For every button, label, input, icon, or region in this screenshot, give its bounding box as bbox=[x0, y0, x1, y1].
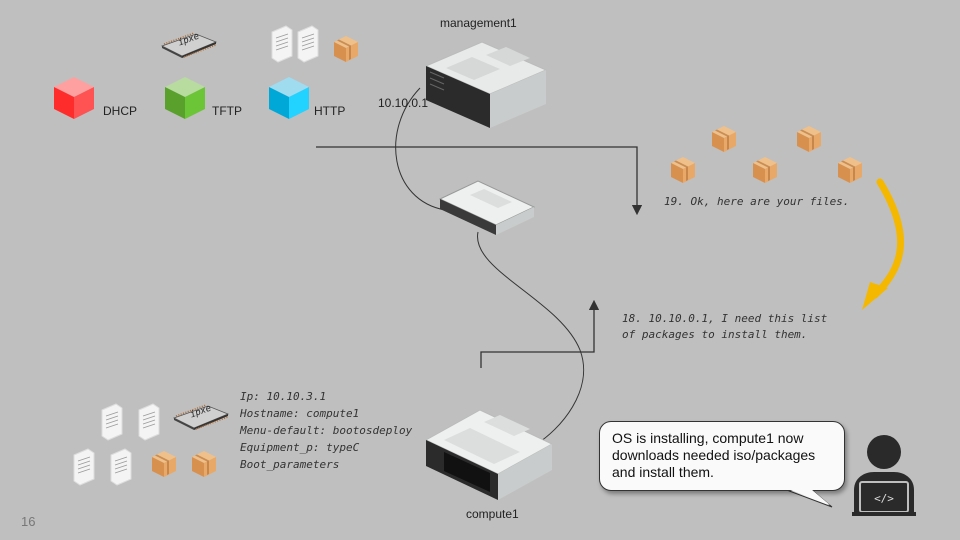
package-icon bbox=[334, 36, 358, 62]
ipxe-chip-icon: ipxe bbox=[172, 404, 230, 430]
package-icon bbox=[192, 451, 216, 477]
bubble-tail-cover bbox=[761, 479, 830, 505]
management-server-icon bbox=[424, 41, 548, 128]
response-arrow bbox=[316, 146, 643, 216]
compute-ip: Ip: 10.10.3.1 bbox=[240, 390, 327, 403]
http-cube-icon bbox=[269, 77, 309, 119]
package-icon bbox=[753, 157, 777, 183]
bubble-line2: downloads needed iso/packages bbox=[612, 447, 816, 463]
tftp-label: TFTP bbox=[212, 104, 242, 118]
document-icon bbox=[297, 25, 319, 63]
cable-management-to-switch bbox=[395, 87, 446, 211]
http-label: HTTP bbox=[314, 104, 346, 118]
package-icon bbox=[797, 126, 821, 152]
package-icon bbox=[712, 126, 736, 152]
compute-details: Ip: 10.10.3.1 Hostname: compute1 Menu-de… bbox=[240, 388, 412, 473]
compute-boot-params: Boot_parameters bbox=[240, 458, 340, 471]
cable-switch-to-compute bbox=[477, 231, 585, 446]
package-icon bbox=[152, 451, 176, 477]
step18-message-line1: 18. 10.10.0.1, I need this list bbox=[622, 312, 828, 325]
package-icon bbox=[671, 157, 695, 183]
document-icon bbox=[110, 448, 132, 486]
dhcp-label: DHCP bbox=[103, 104, 138, 118]
dhcp-cube-icon bbox=[54, 77, 94, 119]
slide-number: 16 bbox=[21, 514, 36, 529]
developer-laptop-icon: </> bbox=[852, 435, 916, 516]
package-icon bbox=[838, 157, 862, 183]
step19-message: 19. Ok, here are your files. bbox=[664, 195, 850, 208]
compute-name: compute1 bbox=[466, 507, 519, 521]
ipxe-chip-icon: ipxe bbox=[160, 32, 218, 58]
request-arrow bbox=[480, 299, 600, 368]
compute-hostname: Hostname: compute1 bbox=[240, 407, 360, 420]
tftp-cube-icon bbox=[165, 77, 205, 119]
document-icon bbox=[73, 448, 95, 486]
document-icon bbox=[271, 25, 293, 63]
compute-menu-default: Menu-default: bootosdeploy bbox=[240, 424, 413, 437]
svg-text:</>: </> bbox=[874, 492, 894, 505]
document-icon bbox=[138, 403, 160, 441]
bubble-line1: OS is installing, compute1 now bbox=[612, 430, 804, 446]
speech-bubble: OS is installing, compute1 now downloads… bbox=[599, 421, 845, 491]
yellow-flow-arrow bbox=[871, 178, 905, 299]
bubble-line3: and install them. bbox=[612, 464, 714, 480]
compute-server-icon bbox=[424, 409, 554, 500]
network-switch-icon bbox=[438, 180, 536, 235]
document-icon bbox=[101, 403, 123, 441]
compute-equipment: Equipment_p: typeC bbox=[240, 441, 360, 454]
management-ip: 10.10.0.1 bbox=[378, 96, 429, 110]
yellow-arrow-head bbox=[862, 282, 888, 310]
management-name: management1 bbox=[440, 16, 517, 30]
step18-message-line2: of packages to install them. bbox=[622, 328, 808, 341]
